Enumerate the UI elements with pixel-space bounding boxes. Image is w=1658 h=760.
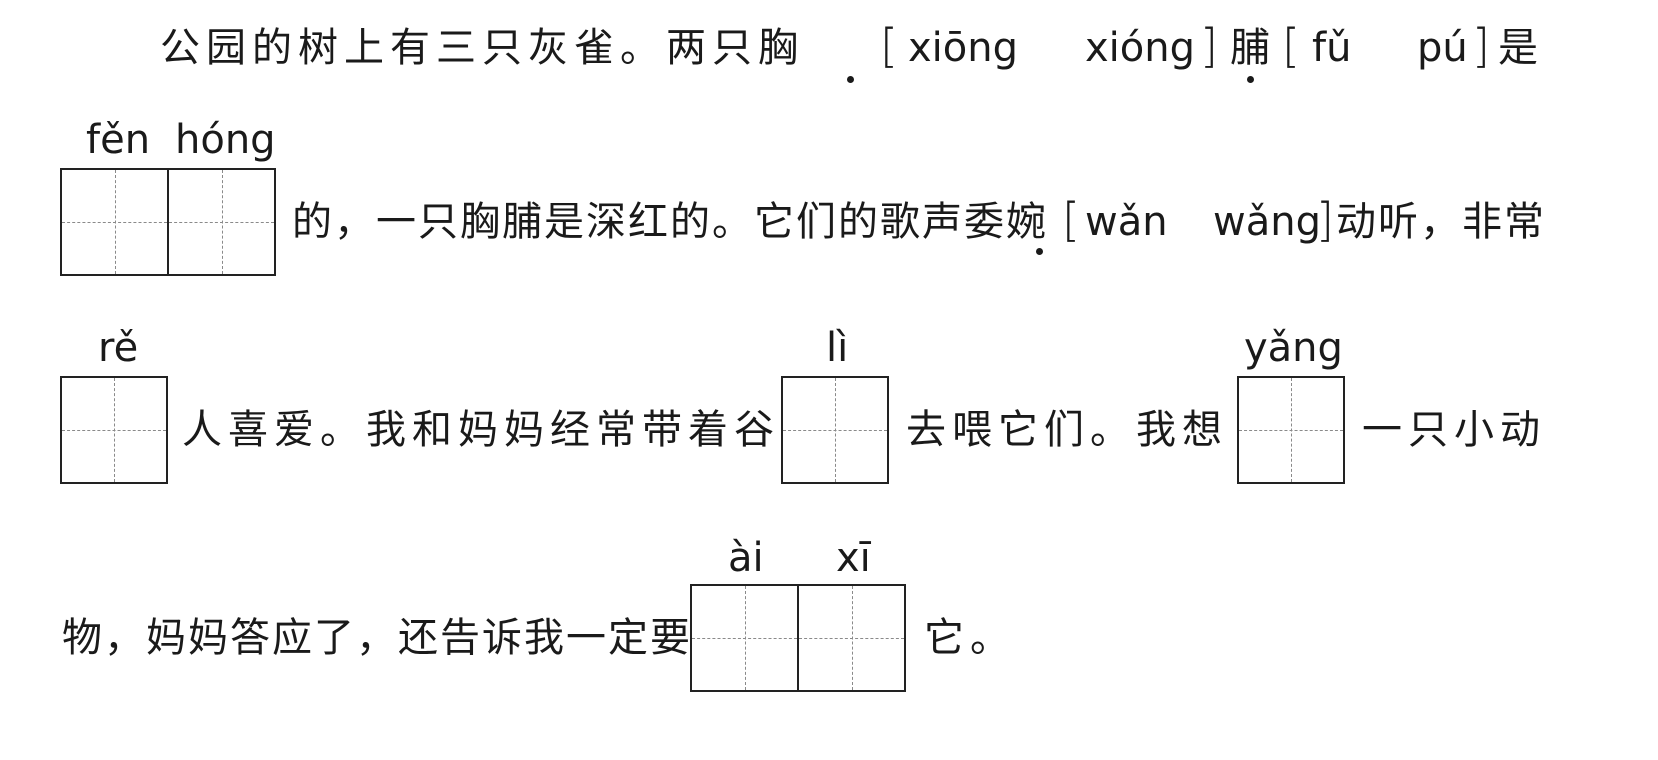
pinyin-option-pu[interactable]: pú: [1417, 25, 1468, 71]
bracket-close: ]: [1200, 19, 1218, 73]
bracket-open: [: [1282, 19, 1300, 73]
emphasis-dot: [847, 76, 854, 83]
grid-cell[interactable]: [167, 170, 274, 274]
grid-cell[interactable]: [692, 586, 797, 690]
bracket-open: [: [880, 19, 898, 73]
grid-cell[interactable]: [62, 170, 167, 274]
answer-grid-re[interactable]: [60, 376, 168, 484]
pinyin-hong: hóng: [175, 117, 276, 163]
line2-tail-text: 动听，非常: [1336, 199, 1546, 245]
pinyin-option-wan[interactable]: wǎn: [1085, 199, 1168, 245]
pinyin-option-wang[interactable]: wǎng: [1213, 199, 1321, 245]
bracket-open: [: [1062, 193, 1080, 247]
bracket-close: ]: [1472, 19, 1490, 73]
pinyin-option-fu[interactable]: fǔ: [1312, 25, 1352, 71]
grid-cell[interactable]: [783, 378, 887, 482]
line4-text-a: 物，妈妈答应了，还告诉我一定要: [62, 615, 692, 661]
bracket-close: ]: [1316, 193, 1334, 247]
pinyin-re: rě: [98, 325, 139, 371]
answer-grid-li[interactable]: [781, 376, 889, 484]
pinyin-option-xiong1[interactable]: xiōng: [908, 25, 1018, 71]
emphasis-dot: [1036, 248, 1043, 255]
pinyin-fen: fěn: [86, 117, 151, 163]
answer-grid-aixi[interactable]: [690, 584, 906, 692]
line1-mid-text: 脯: [1230, 25, 1276, 71]
pinyin-li: lì: [826, 325, 849, 371]
grid-cell[interactable]: [62, 378, 166, 482]
line3-text-b: 去喂它们。我想: [906, 407, 1228, 453]
pinyin-ai: ài: [728, 535, 764, 581]
line2-text: 的，一只胸脯是深红的。它们的歌声委婉: [292, 199, 1048, 245]
answer-grid-yang[interactable]: [1237, 376, 1345, 484]
pinyin-option-xiong2[interactable]: xióng: [1085, 25, 1195, 71]
answer-grid-fenhong[interactable]: [60, 168, 276, 276]
line1-lead-text: 公园的树上有三只灰雀。两只胸: [160, 25, 804, 71]
grid-cell[interactable]: [797, 586, 904, 690]
pinyin-yang: yǎng: [1244, 325, 1343, 371]
line3-text-c: 一只小动: [1362, 407, 1546, 453]
line3-text-a: 人喜爱。我和妈妈经常带着谷: [182, 407, 780, 453]
line1-tail-text: 是: [1498, 25, 1544, 71]
grid-cell[interactable]: [1239, 378, 1343, 482]
emphasis-dot: [1247, 76, 1254, 83]
pinyin-xi: xī: [836, 535, 871, 581]
line4-text-b: 它。: [924, 615, 1016, 661]
